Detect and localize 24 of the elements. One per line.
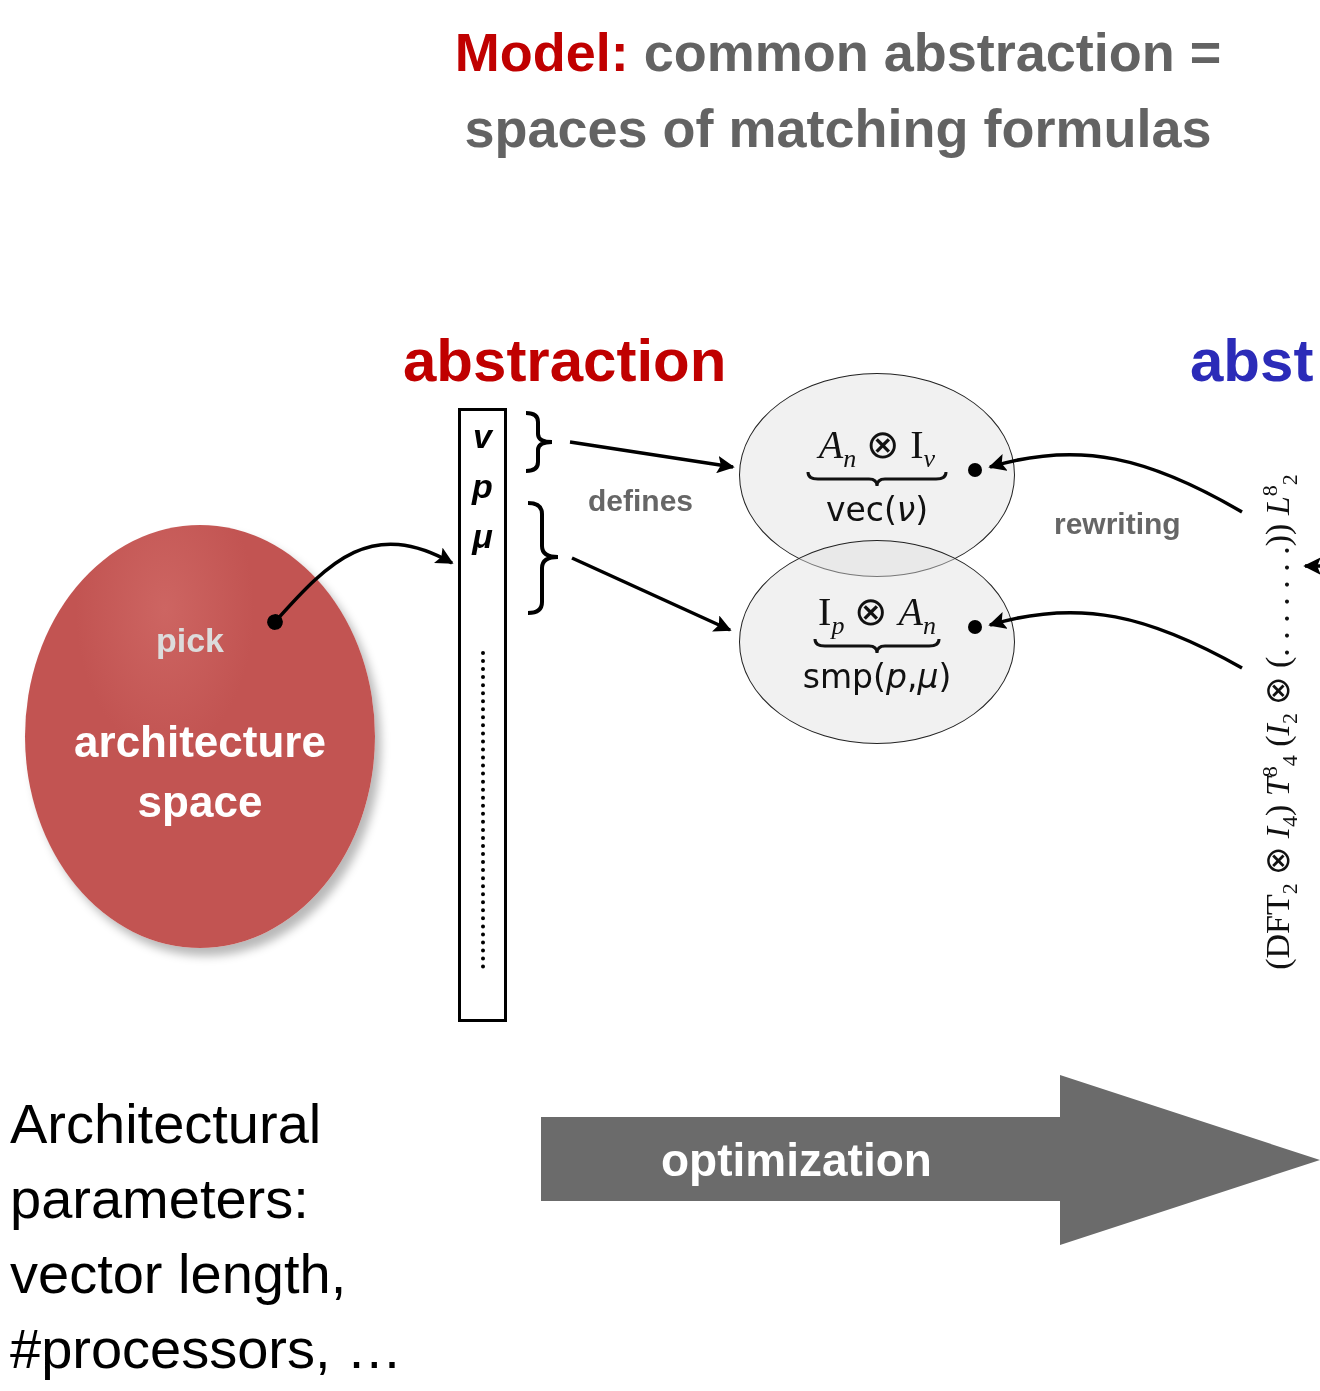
formula-name: smp(p,μ) (802, 657, 952, 696)
arrow (569, 440, 735, 474)
heading-label: abst (1190, 326, 1314, 395)
note-text: Architectural parameters: vector length, #processors, … (10, 1091, 404, 1382)
formula: A$_{n}$ ⊗ I$_{ν}$ (818, 421, 936, 474)
arrow (988, 610, 1243, 670)
block-arrow (541, 1075, 1320, 1245)
annotation-text: rewriting (1054, 507, 1181, 541)
pick-label: pick (155, 621, 224, 660)
arrow (571, 556, 732, 632)
annotation-text: defines (588, 484, 694, 518)
parameter-symbol: v (473, 416, 492, 457)
arrow (988, 452, 1243, 514)
formula: I$_{p}$ ⊗ A$_{n}$ (818, 588, 936, 641)
space-name: architecture space (73, 716, 327, 828)
pick-arrow (267, 542, 454, 630)
parameter-symbol: μ (472, 516, 493, 557)
heading-label: abstraction (403, 326, 727, 395)
arrow (1303, 557, 1320, 575)
arrow-label: optimization (661, 1133, 932, 1187)
formula-name: vec(ν) (825, 490, 929, 529)
parameter-column (458, 408, 507, 1022)
title: Model: common abstraction = spaces of matching formulas (453, 21, 1223, 160)
parameter-symbol: p (472, 466, 493, 507)
